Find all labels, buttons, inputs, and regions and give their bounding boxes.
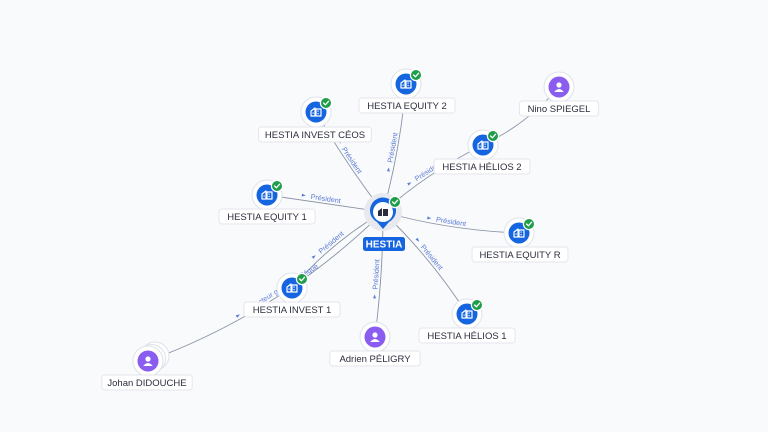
- center-node[interactable]: HESTIA: [363, 193, 405, 251]
- building-icon: [286, 283, 298, 293]
- building-icon: [400, 79, 412, 89]
- edge-label-text-adrien: Président: [371, 259, 382, 290]
- node-equity2[interactable]: HESTIA EQUITY 2: [358, 68, 456, 114]
- node-label-bg: [218, 208, 316, 225]
- node-nino[interactable]: Nino SPIEGEL: [518, 71, 600, 117]
- node-label: HESTIA HÉLIOS 2: [442, 162, 521, 173]
- edge-label-helios1: Président: [415, 237, 445, 272]
- edge-arrow-icon: [372, 294, 376, 299]
- check-badge-icon: [295, 272, 309, 286]
- node-label: HESTIA INVEST CÉOS: [265, 130, 365, 141]
- check-badge-icon: [522, 217, 536, 231]
- node-helios1[interactable]: HESTIA HÉLIOS 1: [418, 298, 516, 344]
- check-badge-icon: [409, 68, 423, 82]
- edges-layer: [147, 83, 560, 362]
- node-label-bg: [518, 100, 600, 117]
- node-label-bg: [433, 158, 531, 175]
- node-invest1[interactable]: HESTIA INVEST 1: [243, 272, 341, 318]
- edge-hestia-johan: [147, 211, 384, 362]
- node-label-bg: [243, 301, 341, 318]
- node-label: HESTIA INVEST 1: [253, 305, 332, 316]
- node-label: Johan DIDOUCHE: [107, 378, 186, 389]
- building-icon: [261, 190, 273, 200]
- edge-arrow-icon: [407, 182, 412, 186]
- node-label: HESTIA EQUITY 1: [227, 212, 307, 223]
- person-icon: [554, 82, 564, 92]
- node-label-bg: [101, 374, 193, 391]
- check-badge-icon: [319, 96, 333, 110]
- edge-arrow-icon: [235, 314, 240, 318]
- edge-arrow-icon: [427, 216, 432, 220]
- nodes-layer: HESTIA EQUITY 2 HESTIA INVEST CÉOS Nino SP…: [101, 68, 600, 391]
- building-icon: [378, 208, 388, 216]
- edge-label-invest1: Président: [311, 229, 346, 259]
- node-label: HESTIA HÉLIOS 1: [427, 331, 506, 342]
- node-label: HESTIA EQUITY R: [479, 250, 560, 261]
- edge-label-text-helios1: Président: [419, 243, 445, 272]
- edge-label-equity1: Président: [301, 192, 341, 205]
- node-adrien[interactable]: Adrien PÉLIGRY: [329, 321, 421, 367]
- check-badge-icon: [486, 129, 500, 143]
- edge-label-ceos: Président: [337, 139, 364, 175]
- edge-arrow-icon: [415, 237, 420, 242]
- edge-arrow-icon: [311, 255, 316, 259]
- building-icon: [513, 228, 525, 238]
- person-icon: [370, 332, 380, 342]
- building-icon: [310, 107, 322, 117]
- node-label-bg: [471, 246, 569, 263]
- edge-label-text-invest1: Président: [317, 229, 346, 255]
- building-icon: [461, 309, 473, 319]
- node-label: Adrien PÉLIGRY: [339, 354, 411, 365]
- node-label-bg: [418, 327, 516, 344]
- edge-label-text-equity1: Président: [310, 192, 341, 205]
- check-badge-icon: [388, 195, 402, 209]
- node-label: HESTIA EQUITY 2: [367, 101, 447, 112]
- center-label: HESTIA: [366, 240, 403, 251]
- node-label-bg: [329, 350, 421, 367]
- building-icon: [477, 140, 489, 150]
- check-badge-icon: [270, 179, 284, 193]
- node-label-bg: [258, 126, 372, 143]
- edge-label-equity2: Président: [385, 132, 400, 172]
- check-badge-icon: [470, 298, 484, 312]
- node-johan[interactable]: Johan DIDOUCHE: [101, 341, 193, 391]
- node-label: Nino SPIEGEL: [528, 104, 591, 115]
- edge-arrow-icon: [386, 167, 390, 172]
- edge-label-adrien: Président: [371, 259, 382, 299]
- edge-arrow-icon: [301, 193, 306, 197]
- center-label-bg: [363, 237, 405, 251]
- person-icon: [143, 356, 153, 366]
- node-equity1[interactable]: HESTIA EQUITY 1: [218, 179, 316, 225]
- node-helios2[interactable]: HESTIA HÉLIOS 2: [433, 129, 531, 175]
- node-ceos[interactable]: HESTIA INVEST CÉOS: [258, 96, 372, 143]
- edge-label-text-ceos: Président: [340, 145, 364, 175]
- node-equityr[interactable]: HESTIA EQUITY R: [471, 217, 569, 263]
- node-label-bg: [358, 97, 456, 114]
